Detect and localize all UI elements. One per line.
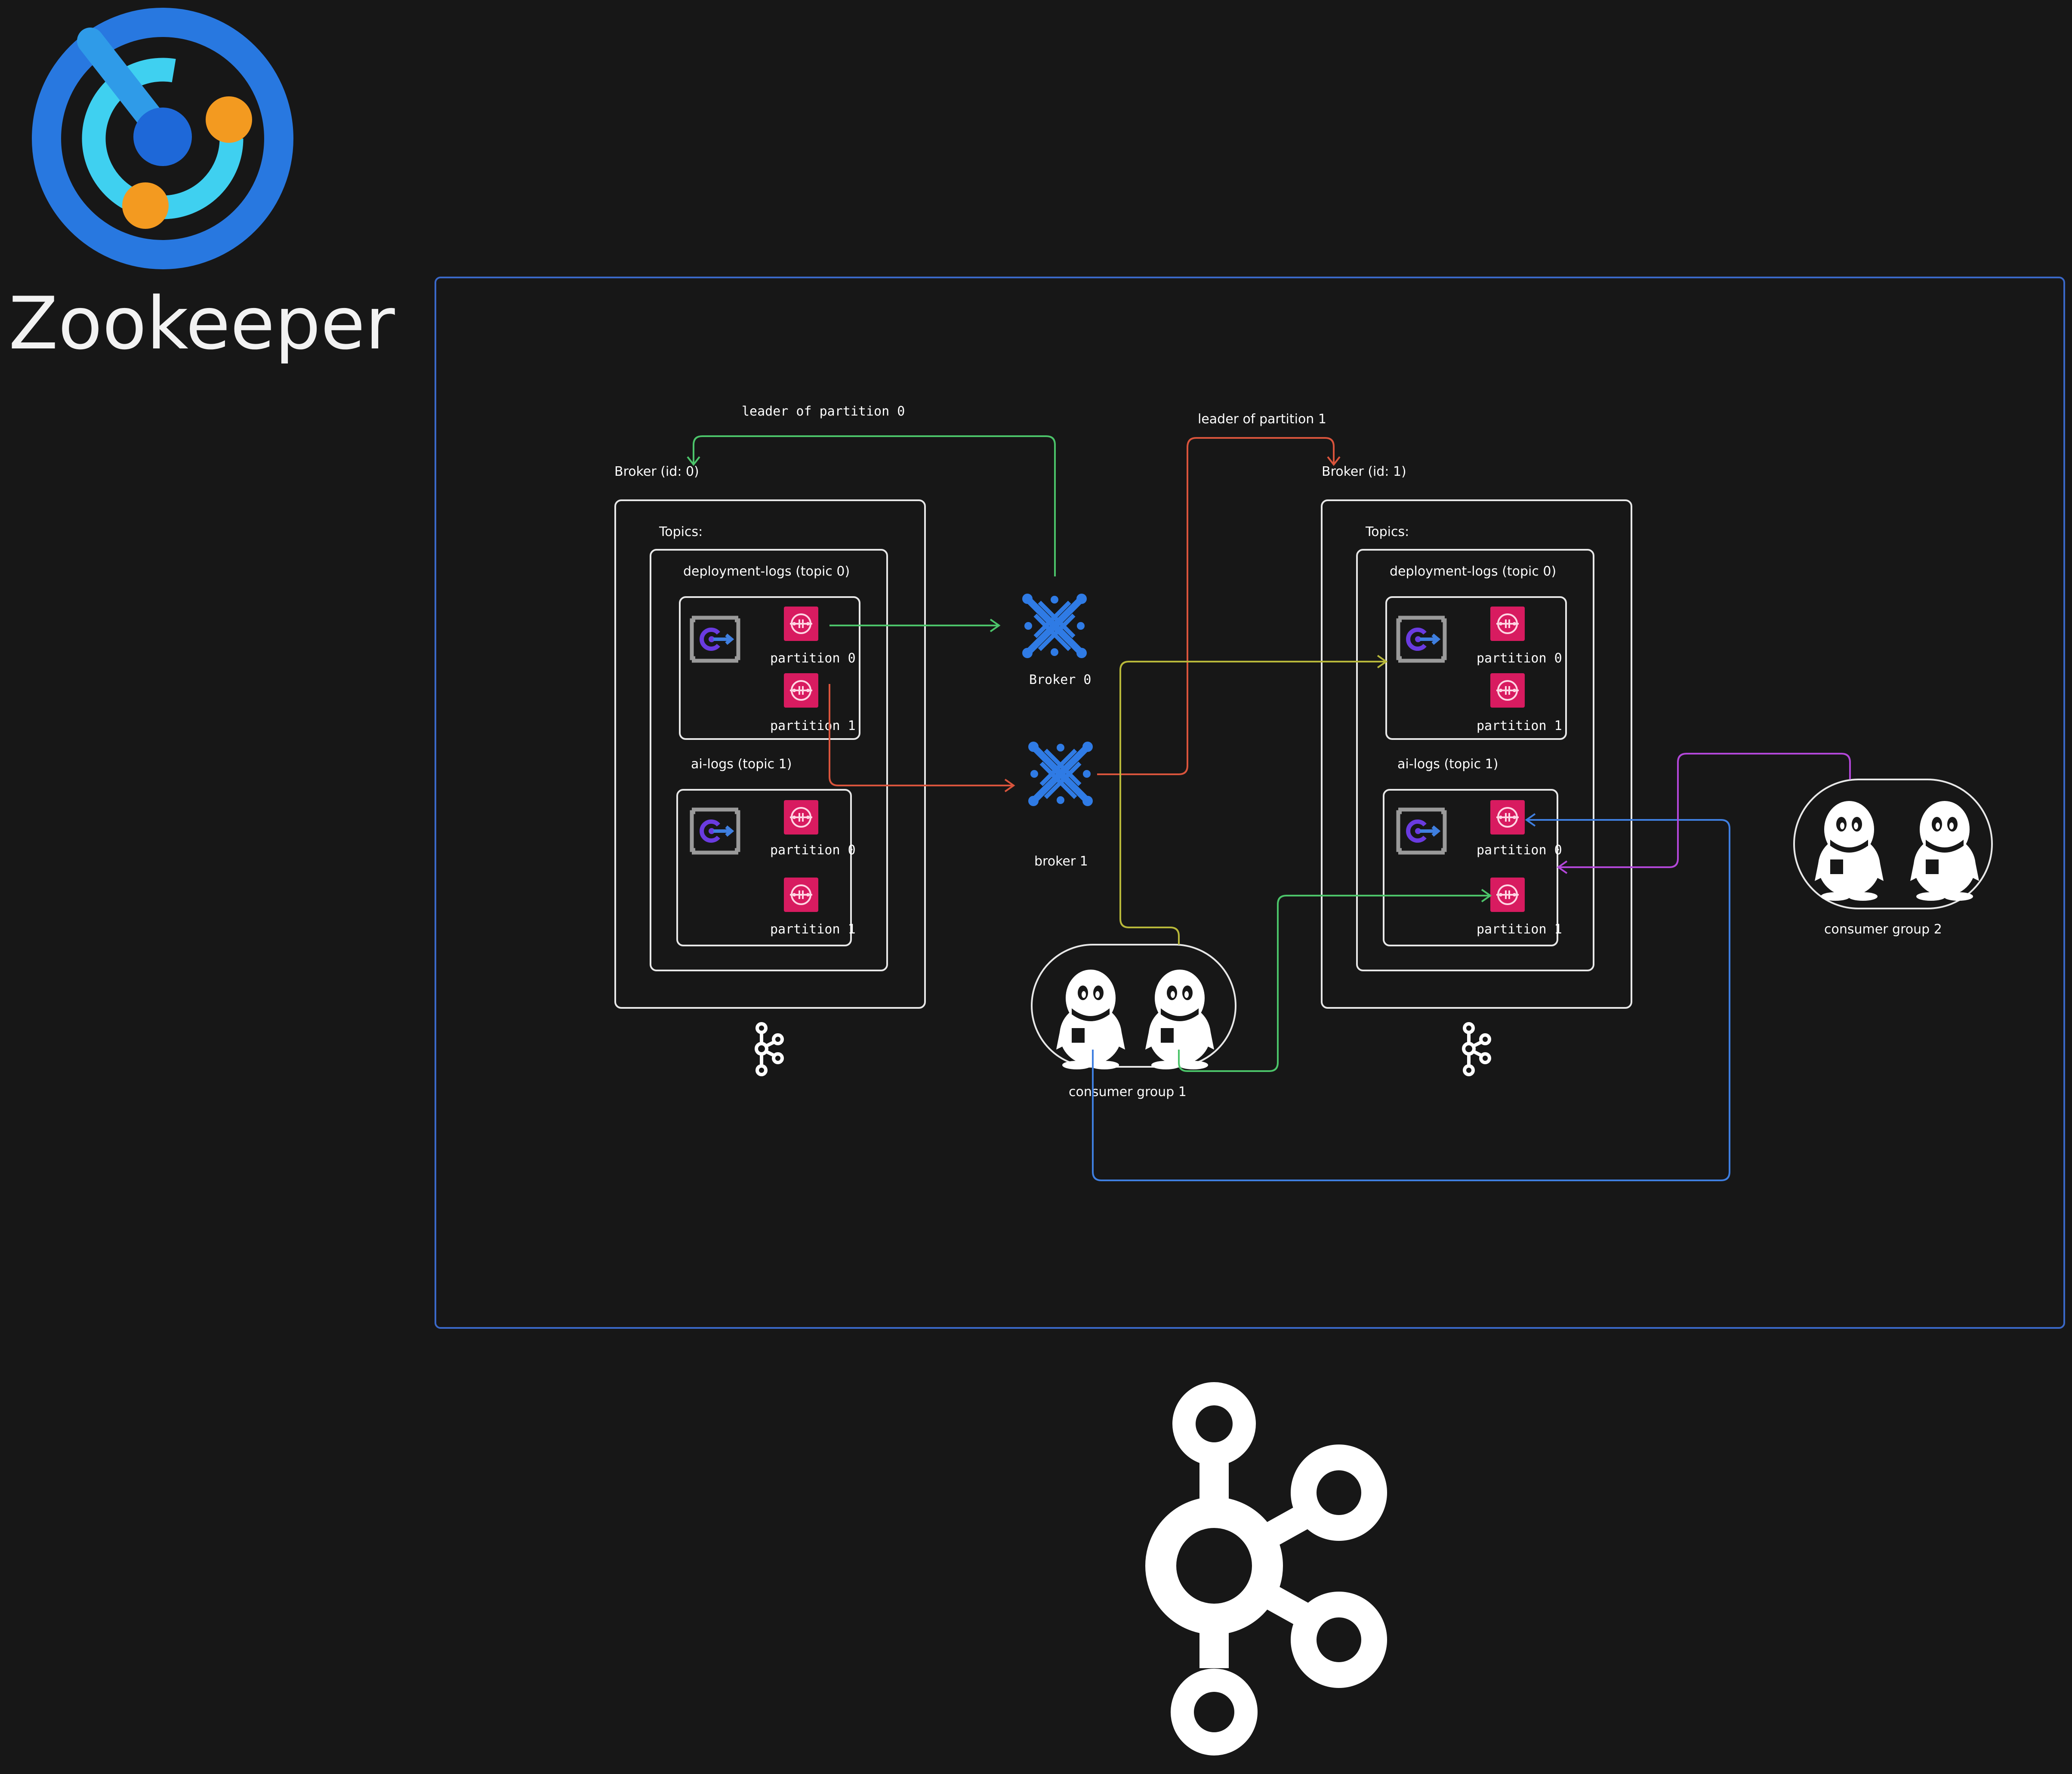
penguin-icon — [1056, 970, 1125, 1069]
broker1-topic1-label: ai-logs (topic 1) — [1397, 757, 1498, 772]
p1-to-broker1-arrow — [829, 684, 1014, 786]
consumer-group-1-label: consumer group 1 — [1069, 1084, 1187, 1100]
broker1-topic0-p0: partition 0 — [1477, 651, 1562, 666]
zookeeper-logo-icon — [32, 8, 293, 269]
broker1-topic0-box — [1385, 596, 1567, 740]
cg1-to-topic0-arrow — [1119, 661, 1386, 945]
arrowhead-icon — [1004, 779, 1015, 792]
leader-p0-label: leader of partition 0 — [742, 404, 905, 419]
leader-p1-arrow — [1097, 437, 1335, 775]
broker1-topic0-p1: partition 1 — [1477, 718, 1562, 733]
topic-icon — [1398, 618, 1445, 661]
broker-node-0-label: Broker 0 — [1029, 672, 1092, 687]
partition-icon — [1489, 672, 1526, 708]
broker1-topic0-label: deployment-logs (topic 0) — [1390, 564, 1556, 579]
zookeeper-title: Zookeeper — [9, 281, 395, 366]
topic-icon — [692, 810, 738, 853]
broker1-box — [1321, 499, 1632, 1009]
broker1-topic1-p0: partition 0 — [1477, 843, 1562, 858]
arrowhead-icon — [990, 619, 1001, 632]
broker0-topic1-p1: partition 1 — [770, 922, 856, 937]
partition-icon — [783, 606, 819, 642]
penguin-icon — [1910, 801, 1979, 901]
arrowhead-icon — [1525, 813, 1536, 827]
partition-icon — [1489, 799, 1526, 835]
broker0-topic1-p0: partition 0 — [770, 843, 856, 858]
topic-icon — [692, 618, 738, 661]
broker0-topics-box — [650, 549, 888, 971]
kafka-logo-icon — [1145, 1382, 1387, 1756]
penguin-icon — [1815, 801, 1884, 901]
broker1-title: Broker (id: 1) — [1322, 464, 1406, 479]
connectors — [687, 435, 1851, 1181]
broker0-box — [614, 499, 926, 1009]
cg2-to-ai-logs-arrow — [1558, 753, 1851, 868]
cluster-frame — [435, 277, 2065, 1329]
partition-icon — [1489, 877, 1526, 913]
broker-node-1-label: broker 1 — [1034, 854, 1088, 869]
arrowhead-icon — [1327, 456, 1341, 466]
kafka-small-icon — [1464, 1024, 1489, 1075]
broker1-topics-box — [1356, 549, 1594, 971]
arrowhead-icon — [1377, 655, 1388, 668]
broker1-topic1-p1: partition 1 — [1477, 922, 1562, 937]
cg1-to-ai-p0-arrow — [1092, 819, 1730, 1181]
partition-icon — [1489, 606, 1526, 642]
consumer-group-2-box — [1793, 779, 1993, 909]
broker0-topic0-p0: partition 0 — [770, 651, 856, 666]
broker0-topic1-box — [676, 789, 852, 946]
consumer-group-2-label: consumer group 2 — [1824, 922, 1942, 937]
broker1-topics-label: Topics: — [1365, 524, 1409, 539]
broker-node-icon — [1028, 742, 1093, 806]
broker0-topic0-box — [679, 596, 860, 740]
leader-p1-label: leader of partition 1 — [1198, 412, 1326, 427]
kafka-small-icon — [756, 1024, 782, 1075]
broker0-topic1-label: ai-logs (topic 1) — [691, 757, 792, 772]
topic-icon — [1398, 810, 1445, 853]
partition-icon — [783, 877, 819, 913]
broker0-title: Broker (id: 0) — [614, 464, 699, 479]
consumer-group-1-box — [1031, 944, 1236, 1068]
cg1-to-ai-p1-arrow — [1178, 895, 1490, 1072]
broker0-topic0-label: deployment-logs (topic 0) — [683, 564, 850, 579]
arrowhead-icon — [1481, 889, 1492, 902]
broker0-topic0-p1: partition 1 — [770, 718, 856, 733]
leader-p0-arrow — [693, 435, 1056, 576]
broker-node-icon — [1022, 594, 1087, 658]
arrowhead-icon — [687, 456, 700, 466]
partition-icon — [783, 672, 819, 708]
broker0-topics-label: Topics: — [659, 524, 703, 539]
arrowhead-icon — [1557, 860, 1568, 874]
partition-icon — [783, 799, 819, 835]
